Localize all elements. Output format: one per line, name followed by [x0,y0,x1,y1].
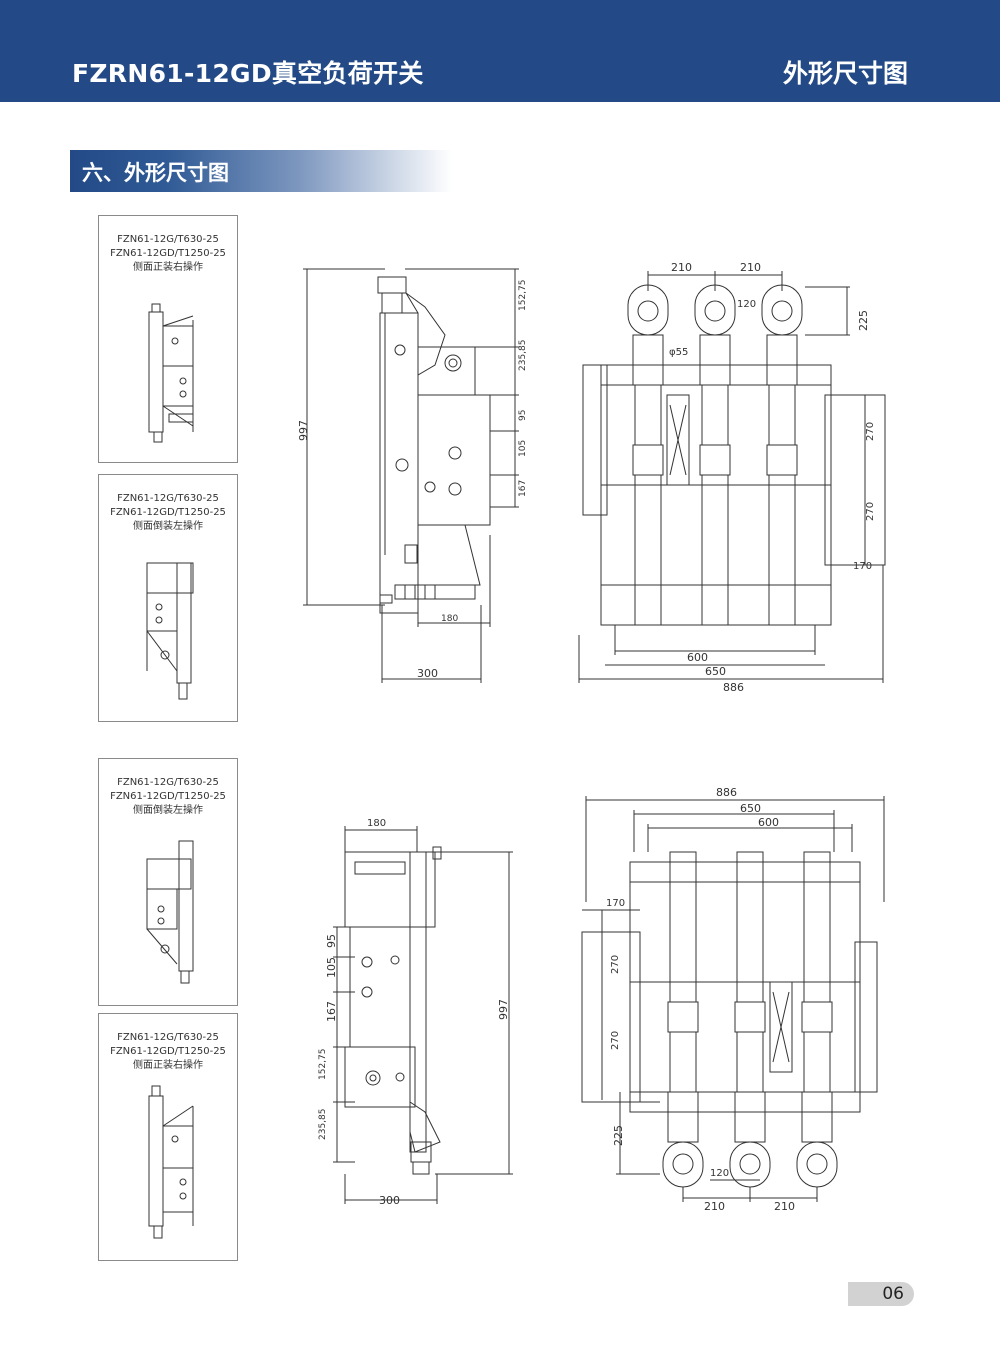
thumbnail-panel-3: FZN61-12G/T630-25 FZN61-12GD/T1250-25 侧面… [98,758,238,1006]
dim-225: 225 [612,1125,625,1146]
dim-height: 997 [297,420,310,441]
model-line-2: FZN61-12GD/T1250-25 [110,507,226,518]
dim-height: 997 [497,999,510,1020]
dim-886: 886 [723,681,744,694]
dim-300: 300 [417,667,438,680]
dim-95: 95 [518,410,528,421]
dim-152-75: 152,75 [518,280,528,312]
front-view-bottom-drawing: 886 650 600 170 270 270 225 120 210 210 [581,786,885,1212]
dim-270-lower: 270 [865,502,876,521]
dim-210-left: 210 [671,261,692,274]
switch-thumbnail-drawing [148,1085,194,1239]
page-number: 06 [882,1284,904,1304]
chapter-title: 外形尺寸图 [782,59,908,88]
section-title: 六、外形尺寸图 [82,161,229,185]
dim-600: 600 [687,651,708,664]
dim-225: 225 [857,310,870,331]
model-line-2: FZN61-12GD/T1250-25 [110,248,226,259]
thumbnail-panel-4: FZN61-12G/T630-25 FZN61-12GD/T1250-25 侧面… [98,1013,238,1261]
product-title: FZRN61-12GD真空负荷开关 [72,59,424,88]
dim-105: 105 [518,440,528,457]
dim-270-upper: 270 [610,955,621,974]
dim-650: 650 [740,802,761,815]
section-heading: 六、外形尺寸图 [70,150,452,192]
dim-180: 180 [367,818,386,829]
side-view-bottom-drawing: 180 95 105 167 152,75 235,85 997 300 [318,818,513,1207]
dim-170: 170 [853,561,872,572]
dim-phi55: φ55 [669,347,688,358]
mount-type: 侧面正装右操作 [133,1060,203,1071]
panel-caption: FZN61-12G/T630-25 FZN61-12GD/T1250-25 侧面… [99,492,237,534]
dim-180: 180 [441,614,458,624]
model-line-1: FZN61-12G/T630-25 [117,493,219,504]
dim-600: 600 [758,816,779,829]
dim-650: 650 [705,665,726,678]
model-line-2: FZN61-12GD/T1250-25 [110,791,226,802]
dim-120: 120 [737,299,756,310]
thumbnail-panel-1: FZN61-12G/T630-25 FZN61-12GD/T1250-25 侧面… [98,215,238,463]
dim-210-right: 210 [740,261,761,274]
dim-167: 167 [325,1001,338,1022]
thumbnail-panel-2: FZN61-12G/T630-25 FZN61-12GD/T1250-25 侧面… [98,474,238,722]
dim-235-85: 235,85 [518,340,528,372]
panel-caption: FZN61-12G/T630-25 FZN61-12GD/T1250-25 侧面… [99,233,237,275]
dim-120: 120 [710,1168,729,1179]
switch-thumbnail-drawing [148,303,194,443]
side-view-top-drawing: 997 152,75 235,85 95 105 167 180 300 [297,268,528,683]
dim-270-lower: 270 [610,1031,621,1050]
switch-thumbnail-drawing [146,562,194,700]
panel-caption: FZN61-12G/T630-25 FZN61-12GD/T1250-25 侧面… [99,1031,237,1073]
page-number-badge: 06 [848,1282,914,1306]
front-view-top-drawing: 210 210 120 225 φ55 270 270 170 600 650 … [578,261,886,694]
dim-105: 105 [325,957,338,978]
dim-95: 95 [325,934,338,948]
panel-caption: FZN61-12G/T630-25 FZN61-12GD/T1250-25 侧面… [99,776,237,818]
switch-thumbnail-drawing [146,840,194,984]
dim-167: 167 [518,480,528,497]
model-line-2: FZN61-12GD/T1250-25 [110,1046,226,1057]
dim-210-right: 210 [774,1200,795,1212]
dim-235-85: 235,85 [318,1109,328,1141]
dim-270-upper: 270 [865,422,876,441]
model-line-1: FZN61-12G/T630-25 [117,777,219,788]
dim-170: 170 [606,898,625,909]
dim-886: 886 [716,786,737,799]
dim-152-75: 152,75 [318,1049,328,1081]
model-line-1: FZN61-12G/T630-25 [117,1032,219,1043]
dim-210-left: 210 [704,1200,725,1212]
mount-type: 侧面正装右操作 [133,262,203,273]
mount-type: 侧面倒装左操作 [133,521,203,532]
dim-300: 300 [379,1194,400,1207]
model-line-1: FZN61-12G/T630-25 [117,234,219,245]
mount-type: 侧面倒装左操作 [133,805,203,816]
page-header: FZRN61-12GD真空负荷开关 外形尺寸图 [0,0,1000,102]
